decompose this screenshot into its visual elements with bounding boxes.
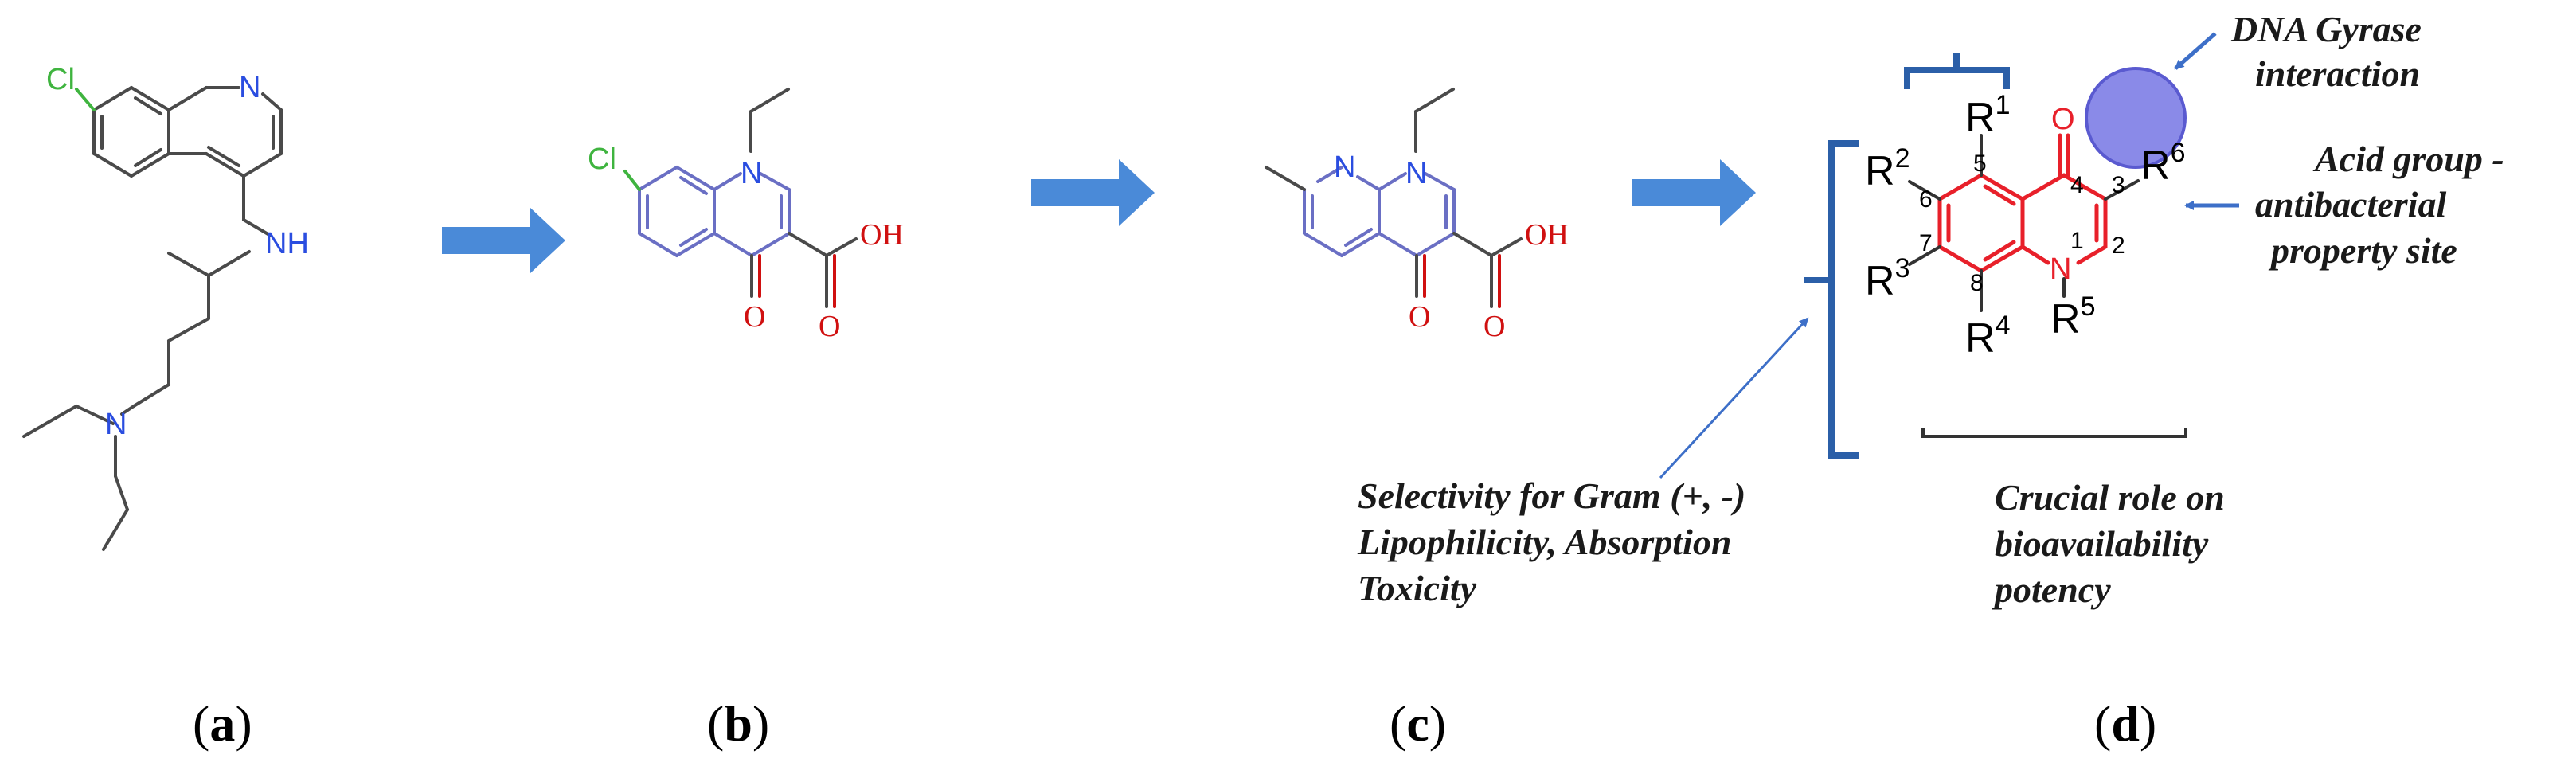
arrow-b-to-c: [1031, 159, 1155, 226]
position-2: 2: [2112, 233, 2125, 259]
position-6: 6: [1919, 186, 1933, 213]
bottom-bracket: [1921, 428, 2187, 438]
gyrase-pointer: [2174, 32, 2217, 70]
panel-label-b: (b): [707, 695, 769, 752]
a-ring-n-atom: N: [239, 71, 260, 104]
r3-substituent: R3: [1865, 253, 1910, 304]
svg-text:R3: R3: [1865, 253, 1910, 304]
svg-text:R4: R4: [1965, 311, 2010, 362]
d-keto-o-atom: O: [2051, 103, 2075, 136]
selectivity-pointer: [1659, 317, 1809, 479]
c-ring-n1-atom: N: [1334, 151, 1355, 184]
selectivity-annotation: Selectivity for Gram (+, -) Lipophilicit…: [1357, 475, 1755, 608]
structure-b-chloroquinolone: [623, 88, 858, 308]
r4-substituent: R4: [1965, 311, 2010, 362]
svg-text:R6: R6: [2140, 138, 2185, 189]
svg-text:R5: R5: [2050, 291, 2095, 342]
position-8: 8: [1970, 270, 1984, 296]
panel-label-a: (a): [193, 695, 252, 752]
gyrase-annotation: DNA Gyrase interaction: [2230, 9, 2430, 94]
c-ring-n2-atom: N: [1405, 157, 1427, 190]
structure-a-chloroquine: [22, 86, 283, 551]
panel-label-d: (d): [2094, 695, 2156, 752]
b-ring-n-atom: N: [741, 157, 762, 190]
c-oh-group: OH: [1525, 218, 1569, 252]
structure-d-quinolone-core: [1908, 133, 2140, 312]
acid-group-annotation: Acid group - antibacterial property site: [2255, 139, 2513, 271]
b-oh-group: OH: [860, 218, 904, 252]
r1-substituent: R1: [1965, 90, 2010, 141]
crucial-role-annotation: Crucial role on bioavailability potency: [1992, 477, 2234, 610]
r2-substituent: R2: [1865, 143, 1910, 194]
structure-c-nalidixic-acid: [1265, 88, 1523, 308]
sar-brackets: [1804, 53, 2010, 459]
position-7: 7: [1919, 230, 1933, 256]
svg-text:R2: R2: [1865, 143, 1910, 194]
d-ring-n-atom: N: [2050, 252, 2071, 286]
a-nh-atom: NH: [265, 227, 309, 260]
b-acid-o-atom: O: [819, 310, 840, 343]
position-3: 3: [2112, 172, 2125, 198]
arrow-c-to-d: [1632, 159, 1756, 226]
c-keto-o-atom: O: [1409, 300, 1430, 334]
panel-label-c: (c): [1390, 695, 1446, 752]
position-4: 4: [2070, 172, 2084, 198]
gyrase-interaction-circle: [2085, 67, 2187, 169]
a-cl-atom: Cl: [46, 63, 75, 96]
r5-substituent: R5: [2050, 291, 2095, 342]
b-keto-o-atom: O: [744, 300, 765, 334]
position-1: 1: [2070, 228, 2084, 254]
svg-text:R1: R1: [1965, 90, 2010, 141]
c-acid-o-atom: O: [1483, 310, 1505, 343]
arrow-a-to-b: [442, 207, 565, 274]
a-amine-n-atom: N: [105, 408, 127, 441]
position-5: 5: [1973, 151, 1987, 177]
b-cl-atom: Cl: [588, 143, 616, 176]
r6-substituent: R6: [2140, 138, 2185, 189]
